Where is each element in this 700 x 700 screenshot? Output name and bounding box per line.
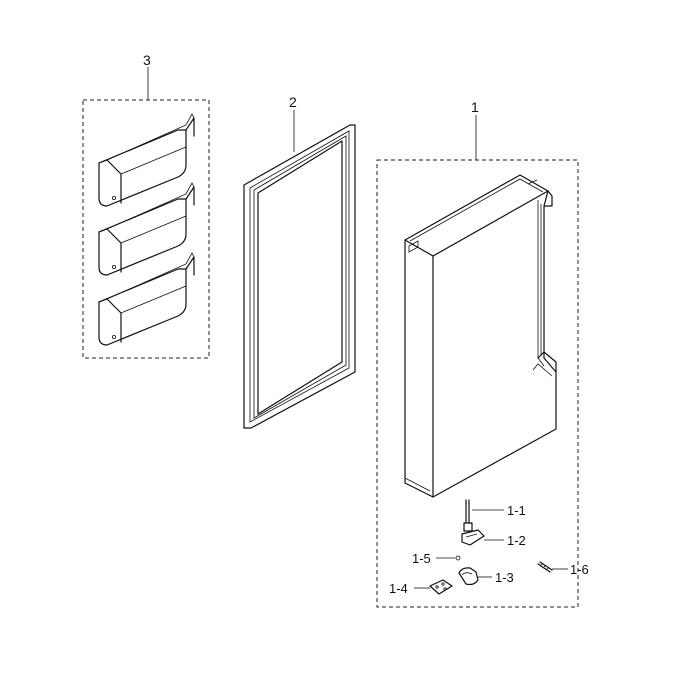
door-bins-boundary — [82, 99, 210, 359]
gasket-inner-1 — [249, 130, 350, 423]
label-1-5: 1-5 — [412, 551, 431, 566]
part-screw: 1-6 — [537, 561, 589, 577]
part-hinge-bracket: 1-2 — [461, 529, 526, 548]
part-hinge-cap: 1-3 — [458, 567, 514, 586]
gasket-inner-3 — [257, 140, 343, 415]
label-1-1: 1-1 — [507, 503, 526, 518]
door-bin-middle — [98, 182, 195, 276]
label-1-2: 1-2 — [507, 533, 526, 548]
gasket-outer — [243, 124, 356, 429]
gasket-inner-2 — [253, 135, 347, 419]
part-hinge-plate: 1-4 — [389, 579, 453, 596]
door-bin-bottom — [98, 252, 195, 346]
label-2: 2 — [289, 94, 297, 110]
label-1-3: 1-3 — [495, 570, 514, 585]
door-bins-group: 3 — [82, 52, 210, 359]
part-hinge-pin: 1-1 — [463, 499, 526, 532]
door-assembly-boundary — [376, 159, 579, 608]
label-1-6: 1-6 — [570, 562, 589, 577]
label-1: 1 — [471, 99, 479, 115]
door-assembly-group: 1 1-1 — [376, 99, 589, 608]
door-gasket-group: 2 — [243, 94, 356, 429]
label-3: 3 — [143, 52, 151, 68]
part-washer: 1-5 — [412, 551, 461, 566]
door-panel — [404, 174, 557, 498]
door-bin-top — [98, 113, 195, 207]
label-1-4: 1-4 — [389, 581, 408, 596]
